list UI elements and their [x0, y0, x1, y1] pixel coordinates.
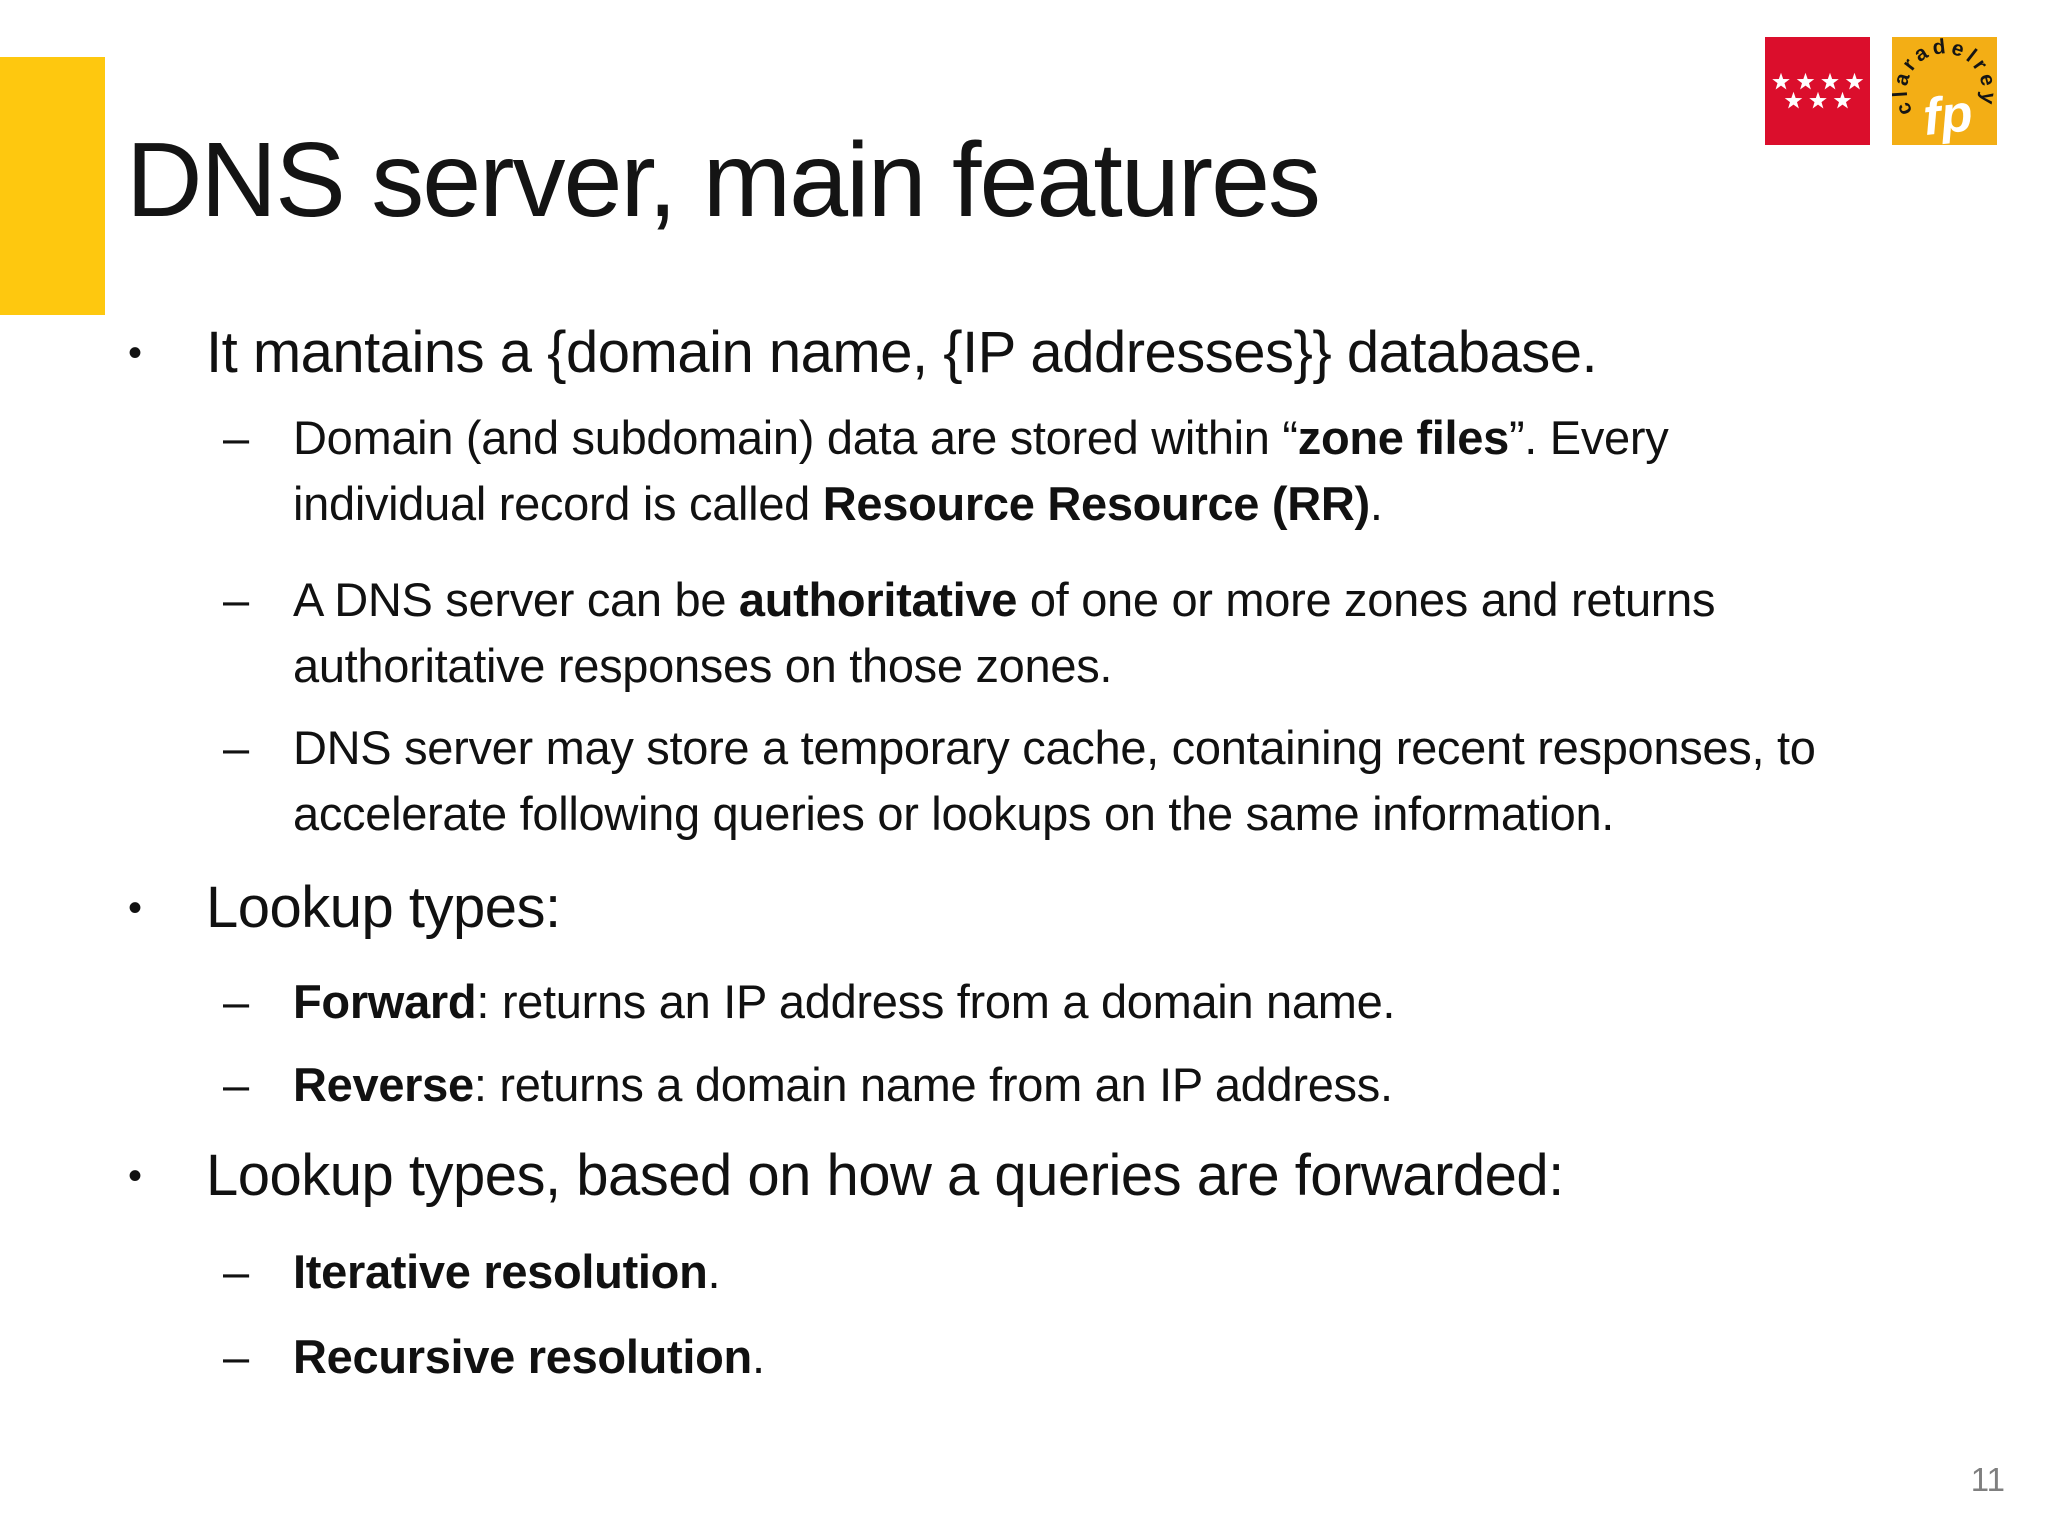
- sub-bullet-line: Forward: returns an IP address from a do…: [293, 975, 1396, 1028]
- bullet-marker: •: [128, 331, 142, 375]
- dash-marker: –: [223, 975, 249, 1028]
- bullet-text: Lookup types:: [206, 875, 561, 940]
- sub-bullet-line: Domain (and subdomain) data are stored w…: [293, 411, 1669, 464]
- sub-bullet: – Recursive resolution.: [223, 1324, 765, 1390]
- accent-bar: [0, 57, 105, 315]
- sub-bullet: – A DNS server can be authoritative of o…: [223, 567, 1715, 699]
- sub-bullet: – Iterative resolution.: [223, 1239, 721, 1305]
- sub-bullet: – Forward: returns an IP address from a …: [223, 969, 1395, 1035]
- sub-bullet-line: DNS server may store a temporary cache, …: [293, 721, 1816, 774]
- sub-bullet-line: Reverse: returns a domain name from an I…: [293, 1058, 1393, 1111]
- sub-bullet-line: A DNS server can be authoritative of one…: [293, 573, 1716, 626]
- claradelrey-fp-logo: claradelrey fp: [1892, 37, 1997, 145]
- sub-bullet-line: individual record is called Resource Res…: [293, 477, 1383, 530]
- bullet-level1: • It mantains a {domain name, {IP addres…: [128, 317, 1598, 389]
- dash-marker: –: [223, 1330, 249, 1383]
- dash-marker: –: [223, 1245, 249, 1298]
- dash-marker: –: [223, 1058, 249, 1111]
- page-number: 11: [1970, 1461, 2005, 1498]
- dash-marker: –: [223, 411, 249, 464]
- sub-bullet-line: Iterative resolution.: [293, 1245, 721, 1298]
- sub-bullet-line: authoritative responses on those zones.: [293, 639, 1113, 692]
- sub-bullet: – Reverse: returns a domain name from an…: [223, 1052, 1393, 1118]
- bullet-marker: •: [128, 886, 142, 930]
- fp-logo-text: fp: [1921, 84, 1976, 145]
- bullet-text: Lookup types, based on how a queries are…: [206, 1143, 1564, 1208]
- madrid-flag-logo: [1765, 37, 1870, 145]
- dash-marker: –: [223, 573, 249, 626]
- bullet-text: It mantains a {domain name, {IP addresse…: [206, 320, 1598, 385]
- sub-bullet-line: accelerate following queries or lookups …: [293, 787, 1615, 840]
- page-title: DNS server, main features: [126, 121, 1321, 239]
- bullet-level1: • Lookup types:: [128, 872, 561, 944]
- bullet-level1: • Lookup types, based on how a queries a…: [128, 1140, 1564, 1212]
- bullet-marker: •: [128, 1154, 142, 1198]
- sub-bullet: – Domain (and subdomain) data are stored…: [223, 405, 1669, 537]
- sub-bullet: – DNS server may store a temporary cache…: [223, 715, 1816, 847]
- dash-marker: –: [223, 721, 249, 774]
- sub-bullet-line: Recursive resolution.: [293, 1330, 765, 1383]
